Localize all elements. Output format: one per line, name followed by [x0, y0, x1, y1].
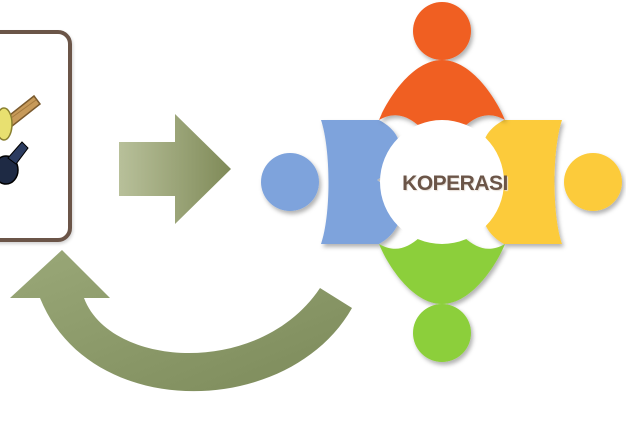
green-person-icon [379, 214, 505, 362]
yellow-person-icon [483, 120, 622, 244]
koperasi-label: KOPERASI [402, 172, 508, 195]
koperasi-people-circle [261, 2, 622, 362]
return-arrow [10, 250, 352, 392]
dark-tool-head-icon [0, 141, 29, 185]
orange-person-icon [379, 2, 505, 150]
center-disc [380, 120, 504, 244]
tools-illustration [0, 94, 42, 185]
tools-card [0, 30, 72, 242]
yellow-tool-icon [0, 107, 13, 141]
blue-person-icon [261, 120, 400, 244]
forward-arrow [119, 114, 231, 224]
